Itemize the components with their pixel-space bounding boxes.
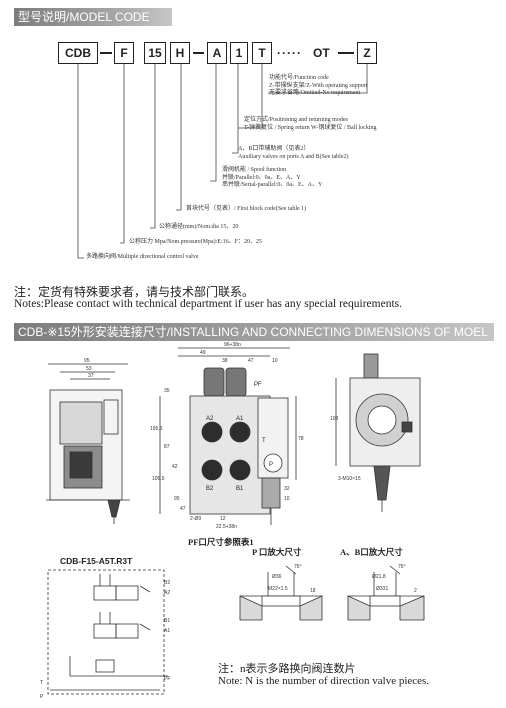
- code-segment-first-block: H: [170, 42, 190, 64]
- code-segment-positioning: T: [252, 42, 272, 64]
- note-contact-cn: 注：定货有特殊要求者，请与技术部门联系。: [14, 285, 255, 299]
- p-port-depth: 18: [310, 588, 316, 594]
- main-dim-47b: 47: [180, 506, 186, 512]
- circuit-label-p: P: [40, 694, 44, 700]
- circuit-label-b2: B2: [164, 580, 170, 586]
- leader-lines: [77, 64, 368, 259]
- p-port-detail: 75° Ø36 M22×1.5 18: [239, 564, 323, 621]
- circuit-label-a2: A2: [164, 590, 170, 596]
- port-label-a1: A1: [236, 416, 244, 422]
- main-dim-32: 32: [284, 486, 290, 492]
- ab-port-angle: 75°: [398, 564, 406, 570]
- main-dim-10b: 10: [284, 496, 290, 502]
- main-dim-95: 95: [174, 496, 180, 502]
- port-label-a2: A2: [206, 416, 214, 422]
- port-label-t: T: [262, 438, 266, 444]
- side-dim-103: 103: [330, 416, 339, 422]
- code-segment-pressure: F: [114, 42, 134, 64]
- main-dim-87: 87: [164, 444, 170, 450]
- code-segment-spool: A: [207, 42, 227, 64]
- note-n-en: Note: N is the number of direction valve…: [218, 675, 430, 687]
- front-dim-53: 53: [86, 366, 92, 372]
- ab-port-detail: 75° Ø21.8 Ø331 2: [347, 564, 425, 621]
- front-view-drawing: 95 53 37: [46, 358, 130, 524]
- main-dim-195: 195.5: [150, 426, 163, 432]
- desc-pressure: 公称压力 Mpa/Nom.pressure(Mpa):E:16、F：20、25: [129, 239, 262, 245]
- circuit-caption: CDB-F15-A5T.R3T: [60, 556, 133, 566]
- port-label-b2: B2: [206, 486, 214, 492]
- code-dash: [193, 52, 204, 54]
- main-dim-top: 96+38n: [224, 342, 241, 348]
- model-code-header: 型号说明/MODEL CODE: [14, 8, 172, 26]
- p-port-thread: M22×1.5: [268, 586, 288, 592]
- p-port-angle: 75°: [294, 564, 302, 570]
- main-dim-38: 38: [222, 358, 228, 364]
- hydraulic-circuit: B2 A2 B1 A1 PF T P: [40, 569, 170, 700]
- code-dash: [338, 52, 354, 54]
- side-dim-m10: 3-M10×15: [338, 476, 361, 482]
- port-label-b1: B1: [236, 486, 244, 492]
- main-dim-106: 106.5: [152, 476, 165, 482]
- ab-port-caption: A、B口放大尺寸: [340, 547, 403, 557]
- port-label-pf: PF: [254, 382, 262, 388]
- ab-port-dia: Ø21.8: [372, 574, 386, 580]
- main-dim-49: 49: [200, 350, 206, 356]
- code-segment-function: Z: [357, 42, 377, 64]
- ab-port-thread: Ø331: [376, 586, 388, 592]
- port-label-p: P: [269, 462, 273, 468]
- desc-nom-dia: 公称通径(mm)/Nom.dia 15、20: [159, 224, 239, 230]
- desc-positioning: 定位方式/Positioning and returning modes T-弹…: [244, 117, 377, 131]
- side-view-drawing: 103 3-M10×15: [330, 353, 421, 512]
- ab-port-depth: 2: [414, 588, 417, 594]
- code-segment-nomdia: 15: [144, 42, 166, 64]
- code-segment-auxiliary: 1: [230, 42, 248, 64]
- main-dim-35: 35: [164, 388, 170, 394]
- main-view-drawing: 96+38n 49 38 47 10 35 78 195.5 87 42 106…: [150, 342, 304, 530]
- circuit-label-b1: B1: [164, 618, 170, 624]
- note-contact-en: Notes:Please contact with technical depa…: [14, 298, 402, 310]
- p-port-caption: P 口放大尺寸: [252, 547, 302, 557]
- circuit-label-pf: PF: [164, 676, 170, 682]
- dimensions-header: CDB-※15外形安装连接尺寸/INSTALLING AND CONNECTIN…: [14, 323, 494, 357]
- main-dim-78: 78: [298, 436, 304, 442]
- note-n-cn: 注：n表示多路换向阀连数片: [218, 663, 356, 675]
- front-dim-37: 37: [88, 373, 94, 379]
- front-dim-95: 95: [84, 358, 90, 364]
- code-segment-series: CDB: [58, 42, 98, 64]
- desc-first-block: 首块代号（见表）/ First block code(See table 1): [186, 206, 307, 212]
- circuit-label-t: T: [40, 680, 43, 686]
- main-dim-10: 10: [272, 358, 278, 364]
- main-dim-225: 22.5+38n: [216, 524, 237, 530]
- main-dim-12: 12: [220, 516, 226, 522]
- desc-auxiliary: A、B口带辅助阀（见表2） Auxiliary valves on ports …: [238, 146, 349, 160]
- desc-valve-type: 多路换向阀/Multiple directional control valve: [86, 254, 199, 260]
- pf-caption: PF口尺寸参照表1: [188, 537, 254, 547]
- circuit-label-a1: A1: [164, 628, 170, 634]
- code-dash: [100, 52, 112, 54]
- main-dim-23: 2-Ø9: [190, 516, 201, 522]
- p-port-dia: Ø36: [272, 574, 282, 580]
- main-dim-42: 42: [172, 464, 178, 470]
- main-dim-47: 47: [248, 358, 254, 364]
- desc-function: 功能代号/Function code Z-带操纵支架/Z-With operat…: [269, 75, 368, 96]
- code-ellipsis: ·····: [277, 46, 302, 60]
- code-segment-ot: OT: [313, 46, 330, 60]
- desc-spool: 滑阀机能 / Spool function 并联/Parallel:0、0a、E…: [222, 167, 323, 188]
